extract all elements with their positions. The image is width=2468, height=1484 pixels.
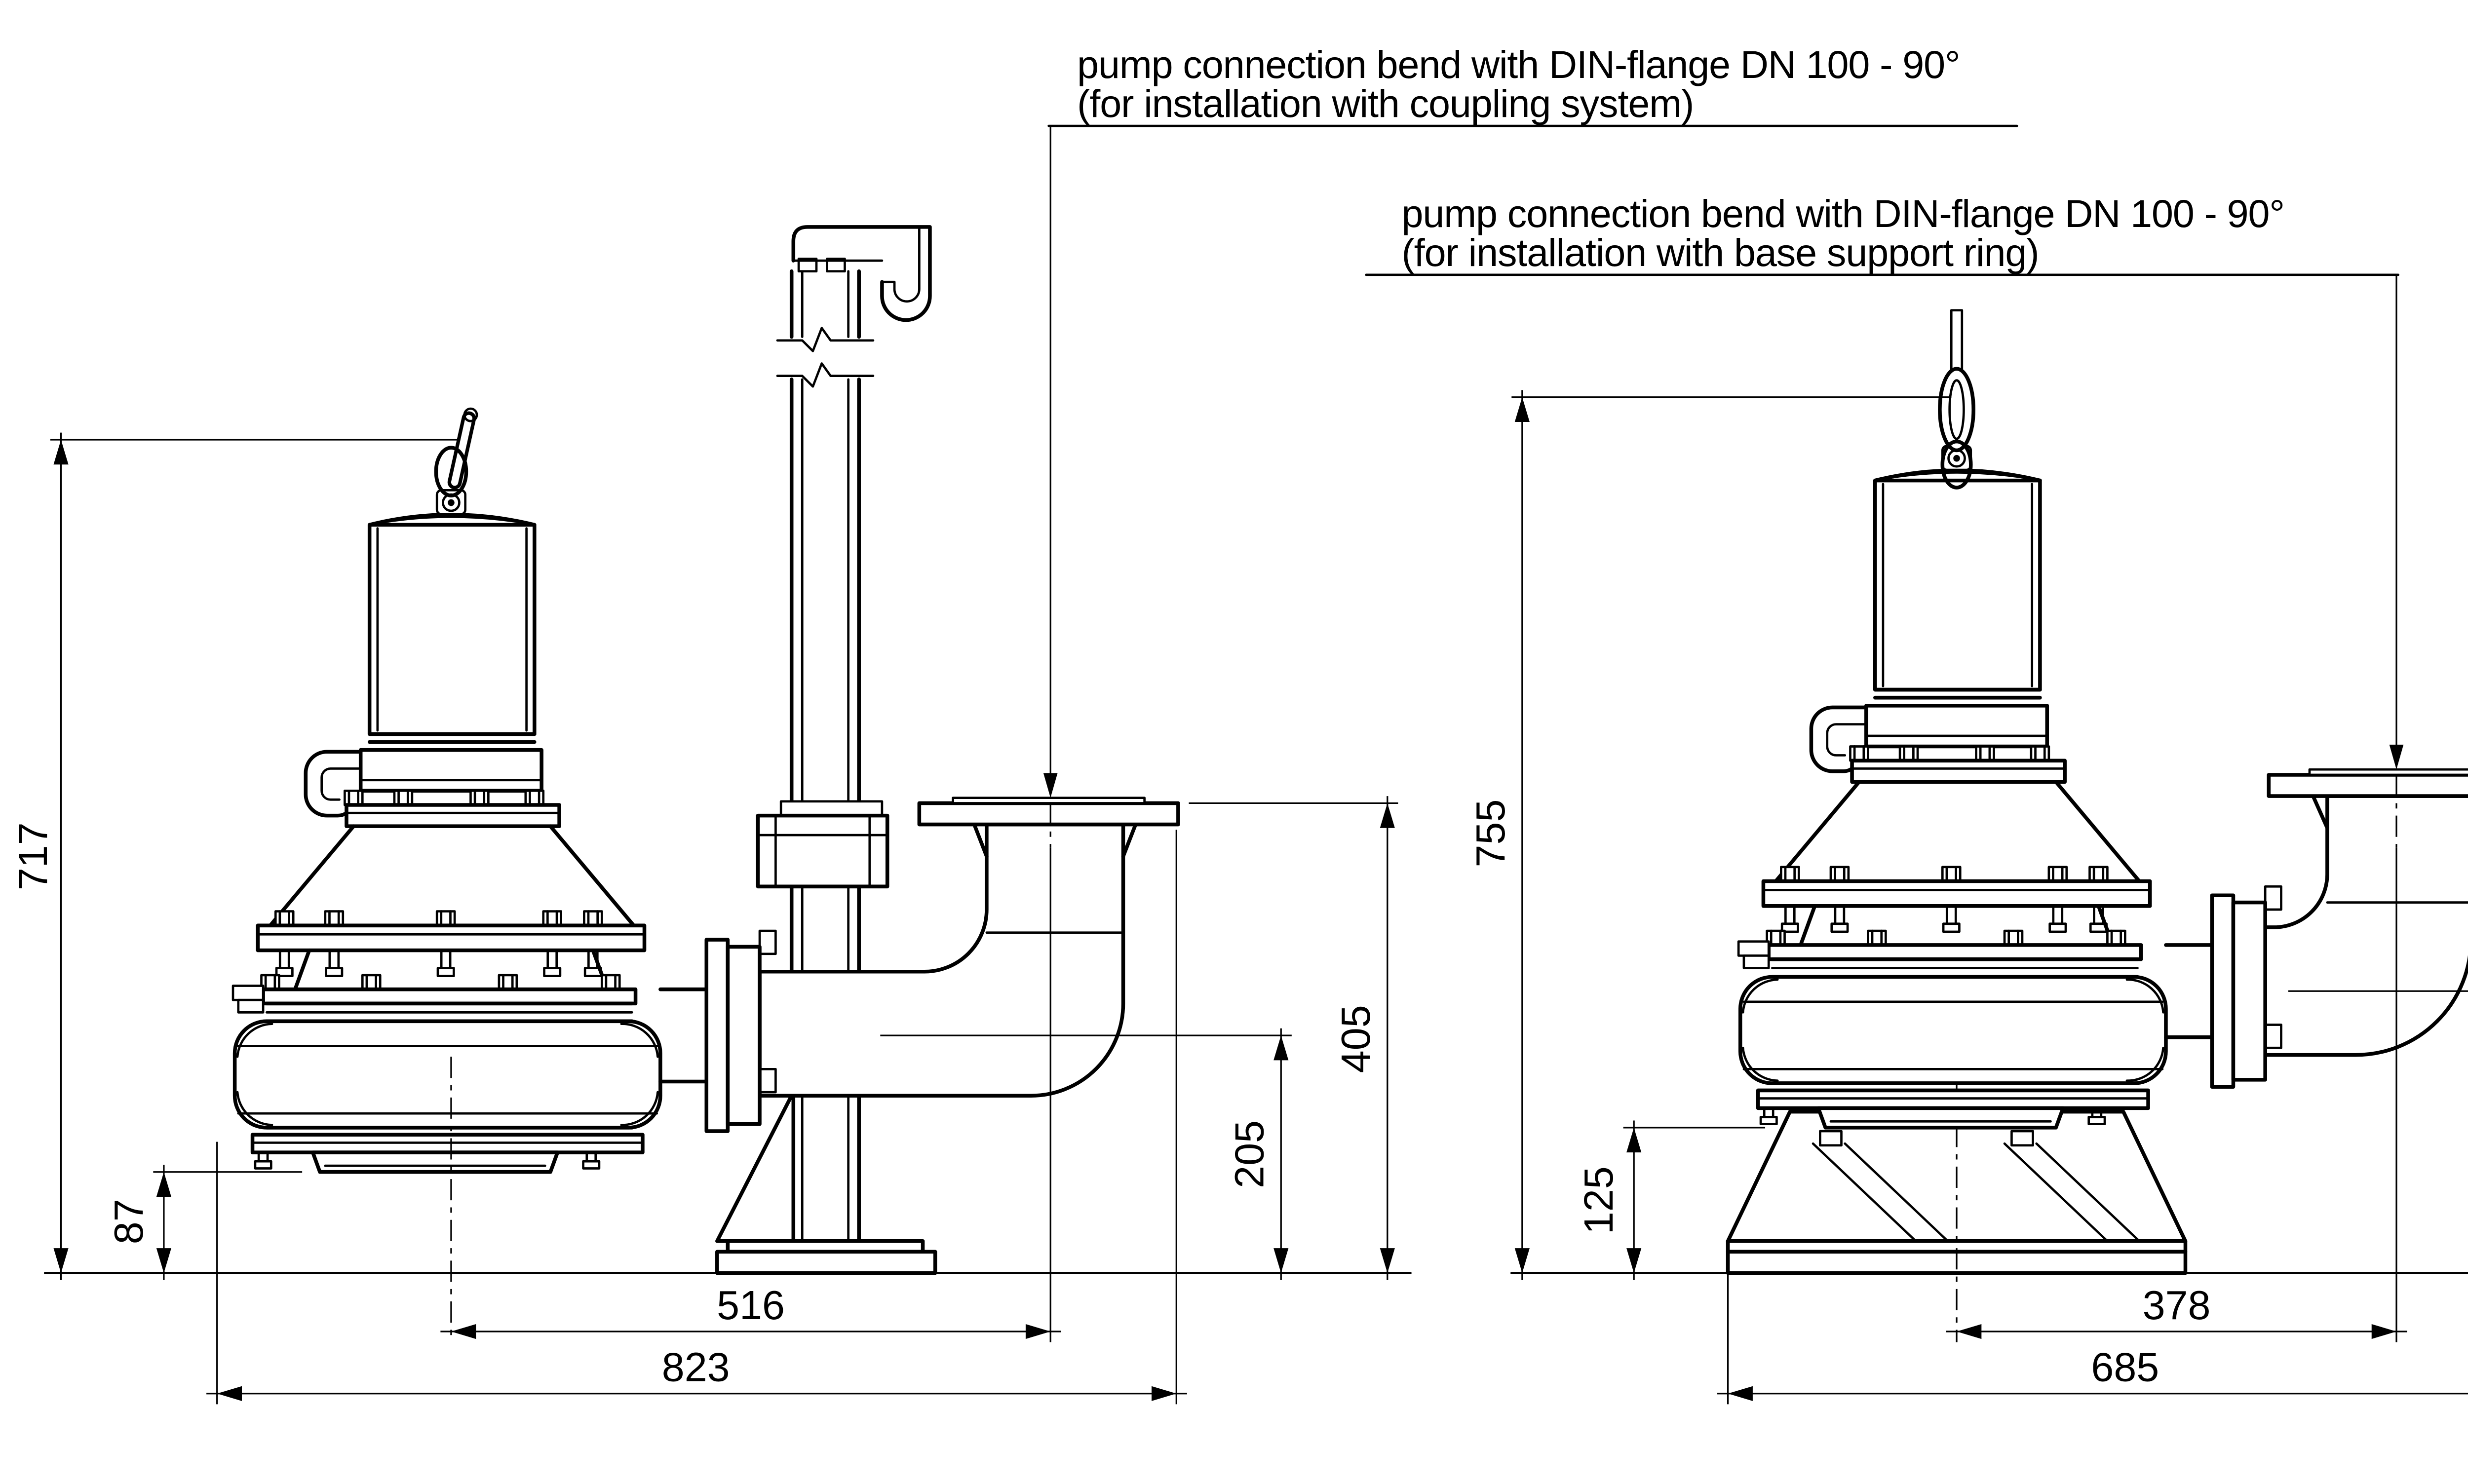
connection-bend	[2263, 768, 2468, 1057]
dim-378: 378	[1946, 774, 2407, 1342]
guide-pipe	[776, 225, 932, 1243]
dim-685: 685	[1717, 1262, 2468, 1405]
right-view-base-ring-installation: 755 125 243 429 378 685	[1467, 309, 2468, 1405]
stand-base	[715, 1090, 937, 1275]
svg-text:125: 125	[1576, 1166, 1621, 1234]
svg-text:685: 685	[2091, 1344, 2159, 1390]
dim-125: 125	[1576, 1120, 1766, 1280]
duckfoot-bend	[758, 797, 1180, 1098]
label-coupling-line1: pump connection bend with DIN-flange DN …	[1077, 42, 1960, 86]
bend-flange-right	[2267, 773, 2468, 798]
lifting-chain	[1938, 309, 1975, 490]
svg-text:823: 823	[662, 1344, 730, 1390]
svg-text:87: 87	[106, 1199, 152, 1244]
svg-text:205: 205	[1226, 1120, 1272, 1188]
dim-755: 755	[1467, 390, 1952, 1280]
dim-516: 516	[440, 803, 1061, 1342]
label-basering-line2: (for installation with base support ring…	[1402, 230, 2039, 274]
bend-flange-gasket	[952, 797, 1146, 804]
dim-205: 205	[880, 1028, 1292, 1280]
label-basering-line1: pump connection bend with DIN-flange DN …	[1402, 191, 2284, 235]
svg-text:516: 516	[717, 1282, 785, 1328]
left-view-coupling-installation: 717 87 205 405 516 823	[10, 225, 1412, 1405]
svg-text:378: 378	[2143, 1282, 2211, 1328]
label-base-support-ring: pump connection bend with DIN-flange DN …	[1365, 191, 2404, 770]
dim-405: 405	[1189, 796, 1398, 1280]
dim-243: 243	[2288, 990, 2468, 992]
bend-flange-gasket-right	[2308, 768, 2468, 776]
coupling-claw	[756, 800, 889, 889]
pipe-break-symbol	[776, 327, 875, 388]
bend-flange	[917, 801, 1180, 827]
svg-text:717: 717	[10, 822, 56, 890]
label-coupling-system: pump connection bend with DIN-flange DN …	[1043, 42, 2018, 798]
pipe-top-bracket	[791, 225, 932, 322]
svg-text:755: 755	[1467, 799, 1513, 868]
dim-87: 87	[106, 1165, 303, 1280]
label-coupling-line2: (for installation with coupling system)	[1077, 81, 1694, 125]
dim-717: 717	[10, 432, 459, 1280]
svg-text:405: 405	[1333, 1005, 1379, 1073]
base-support-ring	[1726, 1085, 2188, 1342]
lifting-shackle	[434, 407, 478, 497]
dim-823: 823	[206, 830, 1187, 1405]
